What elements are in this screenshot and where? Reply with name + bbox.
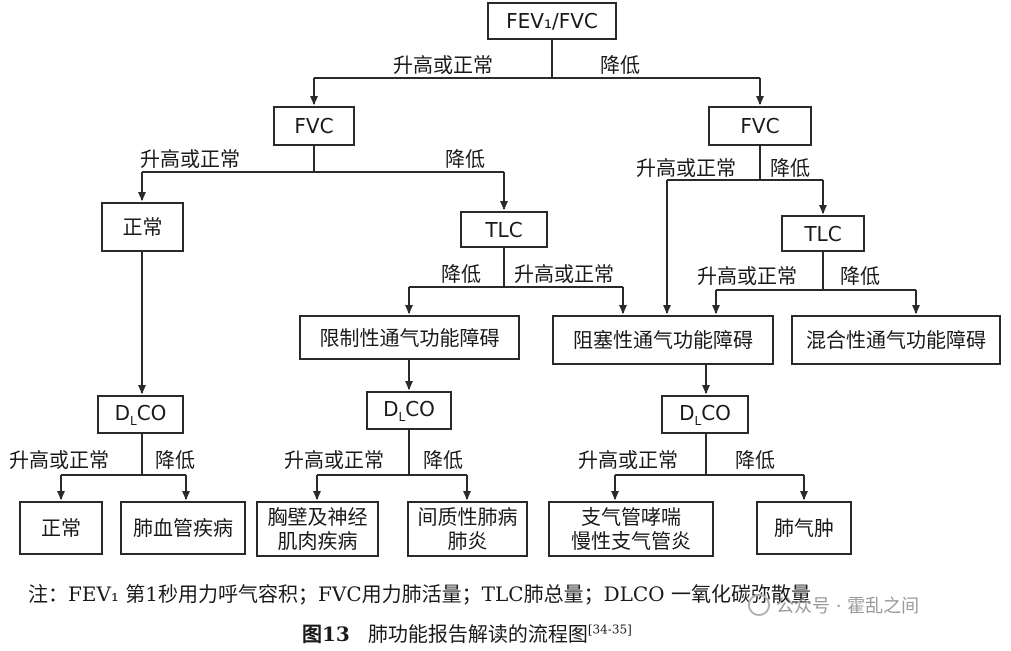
label-dlco-left-up: 升高或正常 bbox=[9, 448, 109, 472]
interstitial-line1: 间质性肺病 bbox=[417, 505, 518, 529]
label-root-down: 降低 bbox=[600, 53, 640, 77]
node-fvc-left: FVC bbox=[273, 106, 355, 146]
label-tlc-left-down: 降低 bbox=[441, 262, 481, 286]
label-tlc-left-up: 升高或正常 bbox=[514, 262, 614, 286]
node-emphysema: 肺气肿 bbox=[756, 501, 852, 555]
dlco-mid-label: DLCO bbox=[383, 396, 435, 424]
wechat-logo-icon bbox=[748, 594, 770, 616]
dlco-left-label: DLCO bbox=[114, 400, 167, 428]
label-fvc-left-down: 降低 bbox=[445, 147, 485, 171]
node-interstitial: 间质性肺病 肺炎 bbox=[407, 501, 528, 557]
asthma-line1: 支气管哮喘 bbox=[581, 505, 681, 529]
node-obstructive: 阻塞性通气功能障碍 bbox=[552, 315, 774, 365]
label-root-up: 升高或正常 bbox=[393, 53, 493, 77]
node-normal-bottom: 正常 bbox=[19, 501, 103, 555]
label-dlco-right-up: 升高或正常 bbox=[578, 448, 678, 472]
node-dlco-mid: DLCO bbox=[366, 391, 452, 430]
node-chest-wall: 胸壁及神经 肌肉疾病 bbox=[256, 501, 379, 557]
label-dlco-mid-down: 降低 bbox=[423, 448, 463, 472]
asthma-line2: 慢性支气管炎 bbox=[571, 529, 691, 553]
node-mixed: 混合性通气功能障碍 bbox=[791, 315, 1001, 365]
interstitial-line2: 肺炎 bbox=[447, 529, 488, 553]
node-fvc-right: FVC bbox=[708, 106, 812, 146]
watermark: 公众号 · 霍乱之间 bbox=[748, 592, 919, 618]
label-fvc-left-up: 升高或正常 bbox=[140, 147, 240, 171]
node-dlco-right: DLCO bbox=[661, 395, 749, 434]
label-dlco-left-down: 降低 bbox=[155, 448, 195, 472]
chest-wall-line2: 肌肉疾病 bbox=[277, 529, 358, 553]
label-tlc-right-down: 降低 bbox=[840, 264, 880, 288]
watermark-text: 公众号 · 霍乱之间 bbox=[776, 596, 920, 617]
node-normal-top: 正常 bbox=[101, 202, 184, 252]
label-tlc-right-up: 升高或正常 bbox=[697, 264, 797, 288]
dlco-right-label: DLCO bbox=[679, 400, 731, 428]
figure-caption: 图13 肺功能报告解读的流程图[34-35] bbox=[302, 618, 632, 647]
chest-wall-line1: 胸壁及神经 bbox=[267, 505, 368, 529]
footnote: 注：FEV₁ 第1秒用力呼气容积；FVC用力肺活量；TLC肺总量；DLCO 一氧… bbox=[28, 582, 811, 606]
node-dlco-left: DLCO bbox=[97, 395, 184, 434]
node-pulmonary-vascular: 肺血管疾病 bbox=[120, 501, 246, 555]
node-asthma-bronchitis: 支气管哮喘 慢性支气管炎 bbox=[548, 501, 714, 557]
label-dlco-mid-up: 升高或正常 bbox=[284, 448, 384, 472]
figure-number: 图13 bbox=[302, 622, 350, 646]
label-dlco-right-down: 降低 bbox=[735, 448, 775, 472]
node-tlc-left: TLC bbox=[460, 211, 548, 248]
node-restrictive: 限制性通气功能障碍 bbox=[299, 315, 520, 360]
node-tlc-right: TLC bbox=[781, 215, 865, 252]
figure-reference: [34-35] bbox=[587, 622, 632, 637]
label-fvc-right-up: 升高或正常 bbox=[636, 156, 736, 180]
label-fvc-right-down: 降低 bbox=[770, 156, 810, 180]
node-fev1-fvc: FEV₁/FVC bbox=[487, 2, 617, 40]
figure-title: 肺功能报告解读的流程图 bbox=[367, 622, 588, 646]
